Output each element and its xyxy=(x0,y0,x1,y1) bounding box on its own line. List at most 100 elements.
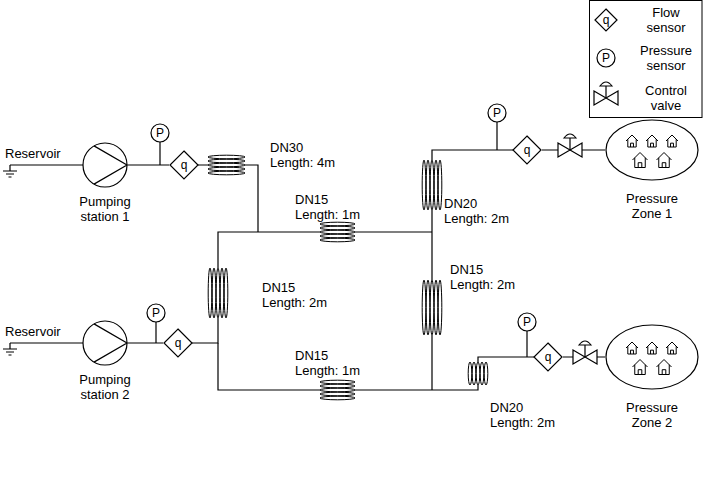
pipe xyxy=(355,150,513,390)
sensor-circle xyxy=(518,313,536,331)
coil-loop xyxy=(212,268,216,318)
house-icon xyxy=(646,135,658,147)
house-icon xyxy=(666,135,678,147)
pipe-label: DN20 Length: 2m xyxy=(444,196,520,226)
sensor-letter: q xyxy=(512,135,542,165)
pumping-station: Pumping station 1 xyxy=(82,142,128,188)
coil-loop xyxy=(208,167,245,171)
node-label: Pressure Zone 1 xyxy=(620,191,684,221)
control-valve xyxy=(573,341,597,364)
coil-loop xyxy=(224,268,228,318)
coil-loop xyxy=(208,171,245,175)
sensor-letter: P xyxy=(150,123,170,143)
sensor-diamond xyxy=(164,329,192,357)
house-icon xyxy=(646,342,658,354)
sensor-letter: P xyxy=(517,312,537,332)
node-label: Pressure Zone 2 xyxy=(620,400,684,430)
ground-symbol xyxy=(3,165,17,177)
pipe xyxy=(355,357,534,390)
coil-loop xyxy=(422,160,426,210)
coil-loop xyxy=(434,280,438,335)
coil-loop xyxy=(320,230,355,234)
pipe-coils xyxy=(208,155,488,400)
ground-symbol xyxy=(3,343,17,355)
coil-loop xyxy=(468,362,472,385)
pressure-zone: Pressure Zone 1 xyxy=(605,119,699,181)
legend-symbol-letter: q xyxy=(596,13,616,27)
pipe xyxy=(10,164,83,165)
pressure-sensor: P xyxy=(150,123,170,143)
pipe-label: Reservoir xyxy=(5,324,61,339)
legend-box xyxy=(590,1,703,118)
legend-text: Pressure sensor xyxy=(640,43,692,73)
coil-loop xyxy=(320,380,355,384)
zone-ellipse xyxy=(606,120,698,180)
sensor-stem xyxy=(156,122,527,357)
pumping-station-shape xyxy=(82,320,128,366)
coil-loop xyxy=(320,388,355,392)
coil-loop xyxy=(320,396,355,400)
pipe-label: DN15 Length: 1m xyxy=(295,192,371,222)
house-icon xyxy=(626,342,638,354)
pipe-connector xyxy=(128,164,169,165)
coil-loop xyxy=(320,234,355,238)
coil-loop xyxy=(320,392,355,396)
coil-loop xyxy=(430,280,434,335)
zone-ellipse xyxy=(606,325,698,389)
coil-loop xyxy=(438,160,442,210)
sensor-letter: q xyxy=(169,150,199,180)
house-icon xyxy=(657,360,672,375)
pumping-station: Pumping station 2 xyxy=(82,320,128,366)
pipe-label: DN20 Length: 2m xyxy=(490,400,566,430)
coil-loop xyxy=(476,362,480,385)
pipe-label: Reservoir xyxy=(5,146,61,161)
house-icon xyxy=(633,360,648,375)
coil-loop xyxy=(320,384,355,388)
coil-loop xyxy=(438,280,442,335)
pressure-zone-shape xyxy=(605,119,699,181)
house-icon xyxy=(626,135,638,147)
legend-symbol-letter: P xyxy=(596,51,616,65)
flow-sensor: q xyxy=(163,328,193,358)
sensor-diamond xyxy=(170,151,198,179)
house-icon xyxy=(633,153,648,168)
coil-loop xyxy=(208,163,245,167)
coil-loop xyxy=(422,280,426,335)
house-icon xyxy=(666,342,678,354)
pressure-zone: Pressure Zone 2 xyxy=(605,324,699,390)
pressure-sensor: P xyxy=(146,303,166,323)
legend-valve-symbol xyxy=(594,82,618,105)
coil-loop xyxy=(480,362,484,385)
sensor-circle xyxy=(151,124,169,142)
control-valve xyxy=(558,134,582,157)
coil-loop xyxy=(208,268,212,318)
pipe-label: DN15 Length: 2m xyxy=(262,280,338,310)
coil-loop xyxy=(472,362,476,385)
flow-sensor: q xyxy=(512,135,542,165)
legend-entry: Control valve xyxy=(634,83,698,113)
coil-loop xyxy=(216,268,220,318)
sensor-diamond xyxy=(513,136,541,164)
flow-sensor: q xyxy=(169,150,199,180)
legend-pressure-symbol xyxy=(597,49,615,67)
pump-circle xyxy=(83,321,127,365)
pumping-station-shape xyxy=(82,142,128,188)
sensor-letter: P xyxy=(487,103,507,123)
pipe-label: DN15 Length: 1m xyxy=(295,348,371,378)
sensor-circle xyxy=(147,304,165,322)
sensor-letter: P xyxy=(146,303,166,323)
coil-loop xyxy=(426,160,430,210)
sensor-letter: q xyxy=(533,342,563,372)
coil-loop xyxy=(430,160,434,210)
pump-impeller xyxy=(94,146,127,184)
pump-circle xyxy=(83,143,127,187)
coil-loop xyxy=(220,268,224,318)
pressure-sensor: P xyxy=(517,312,537,332)
pressure-zone-shape xyxy=(605,324,699,390)
pipe-label: DN30 Length: 4m xyxy=(270,140,346,170)
coil-loop xyxy=(208,159,245,163)
sensor-circle xyxy=(488,104,506,122)
